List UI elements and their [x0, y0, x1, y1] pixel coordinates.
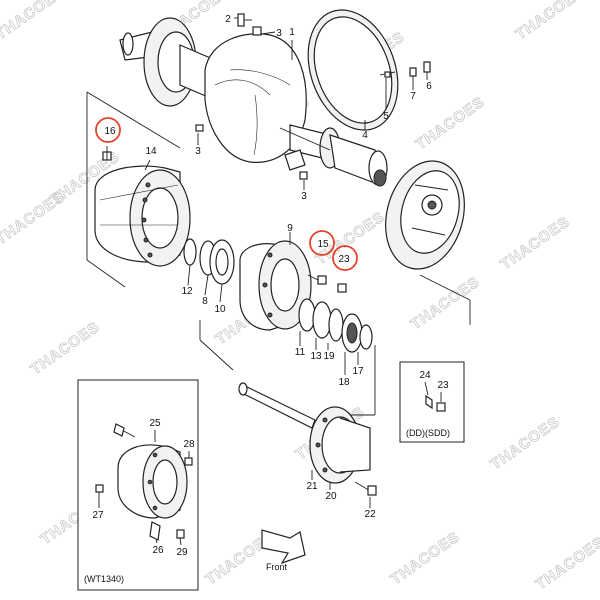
watermark: THACOES [498, 213, 574, 273]
callout-27: 27 [92, 510, 104, 521]
callout-25: 25 [149, 418, 161, 429]
callout-29: 29 [176, 547, 188, 558]
axle-shaft [238, 382, 377, 496]
callout-11: 11 [295, 347, 306, 358]
callout-3: 3 [301, 191, 307, 202]
highlight-rings [95, 117, 358, 271]
watermark: THACOES [488, 413, 564, 473]
callout-15: 15 [317, 239, 329, 250]
callout-3: 3 [195, 146, 201, 157]
callout-7: 7 [410, 91, 416, 102]
leader-lines [106, 17, 428, 508]
watermark: THACOES [513, 0, 589, 43]
callout-5: 5 [383, 111, 389, 122]
watermark: THACOES [28, 318, 104, 378]
axle-housing [119, 9, 399, 187]
callout-8: 8 [202, 296, 208, 307]
callout-2: 2 [225, 14, 231, 25]
callout-10: 10 [214, 304, 226, 315]
assembly-frame-lines [86, 91, 471, 416]
callout-24: 24 [419, 370, 431, 381]
outer-bearing-set [298, 298, 373, 353]
callout-3: 3 [276, 28, 282, 39]
callout-17: 17 [352, 366, 364, 377]
watermark: THACOES [408, 273, 484, 333]
highlight-ring-15 [309, 230, 335, 256]
callout-23: 23 [437, 380, 449, 391]
callout-14: 14 [145, 146, 157, 157]
brake-backing-plate [385, 160, 465, 270]
callout-12: 12 [181, 286, 193, 297]
callout-16: 16 [104, 126, 116, 137]
callout-22: 22 [364, 509, 376, 520]
callout-6: 6 [426, 81, 432, 92]
watermark: THACOES [533, 533, 600, 593]
callout-19: 19 [323, 351, 335, 362]
callout-23: 23 [338, 254, 350, 265]
callout-1: 1 [289, 27, 295, 38]
inset-dd-sdd: 24 23 (DD)(SDD) [399, 361, 465, 443]
highlight-ring-23 [332, 245, 358, 271]
callout-18: 18 [338, 377, 350, 388]
callout-26: 26 [152, 545, 164, 556]
watermark: THACOES [413, 93, 489, 153]
front-arrow-icon [261, 529, 306, 565]
inner-bearing-set [183, 238, 235, 285]
callout-21: 21 [306, 481, 318, 492]
hub-bolt-set [307, 274, 347, 293]
callout-labels: 1 2 3 3 3 4 5 6 7 8 9 10 11 12 13 14 15 … [104, 14, 432, 520]
inset-wt1340: 25 26 27 28 29 (WT1340) [77, 379, 199, 591]
front-label: Front [266, 562, 288, 572]
wheel-hub [239, 240, 312, 331]
callout-28: 28 [183, 439, 195, 450]
highlight-ring-16 [95, 117, 121, 143]
brake-drum [94, 165, 191, 267]
watermark: THACOES [0, 188, 68, 248]
front-direction-indicator: Front [261, 529, 306, 572]
inset-small-caption: (DD)(SDD) [406, 428, 450, 438]
callout-20: 20 [325, 491, 337, 502]
watermark: THACOES [388, 528, 464, 588]
callout-9: 9 [287, 223, 293, 234]
inset-large-caption: (WT1340) [84, 574, 124, 584]
callout-13: 13 [310, 351, 322, 362]
watermark: THACOES [0, 0, 68, 43]
callout-4: 4 [362, 130, 368, 141]
